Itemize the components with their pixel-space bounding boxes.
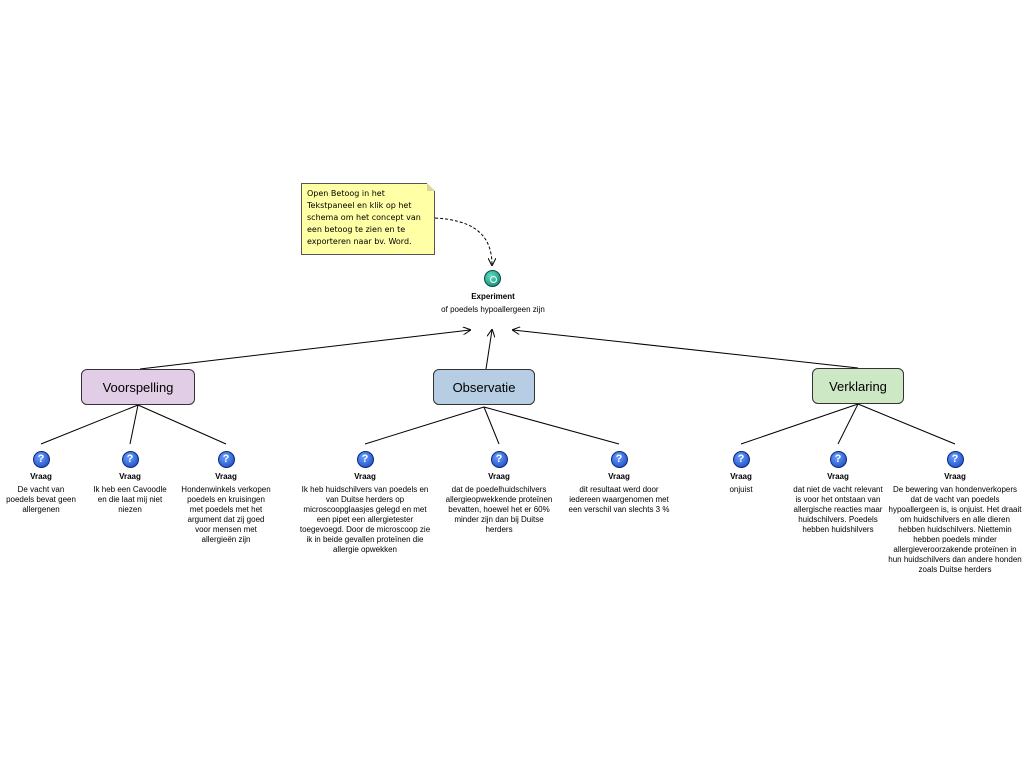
link-b2-l0 [740,403,859,445]
leaf-text: De vacht van poedels bevat geen allergen… [6,485,76,514]
question-icon[interactable]: ? [490,451,508,468]
leaf-node[interactable]: ? Vraag onjuist [713,451,769,495]
root-title[interactable]: Experiment [471,292,515,301]
leaf-text: Ik heb een Cavoodle en die laat mij niet… [93,485,167,514]
question-icon[interactable]: ? [356,451,374,468]
link-b1-l1 [483,406,500,445]
note-text: Open Betoog in het Tekstpaneel en klik o… [307,189,421,246]
leaf-title: Vraag [944,472,966,481]
leaf-text: onjuist [729,485,753,494]
branch-verklaring[interactable]: Verklaring [812,368,904,404]
link-b0-l1 [129,404,139,445]
leaf-text: dat de poedelhuidschilvers allergieopwek… [445,485,553,534]
question-icon[interactable]: ? [610,451,628,468]
link-b2-l2 [857,403,956,445]
branch-label: Observatie [452,379,516,395]
leaf-node[interactable]: ? Vraag dit resultaat werd door iedereen… [568,451,670,515]
leaf-title: Vraag [354,472,376,481]
leaf-title: Vraag [119,472,141,481]
link-b0-l0 [40,404,139,445]
question-icon[interactable]: ? [217,451,235,468]
question-icon[interactable]: ? [121,451,139,468]
leaf-text: dat niet de vacht relevant is voor het o… [793,485,883,534]
link-observatie-root [485,330,492,370]
leaf-title: Vraag [215,472,237,481]
leaf-text: Hondenwinkels verkopen poedels en kruisi… [181,485,271,544]
leaf-title: Vraag [608,472,630,481]
question-icon[interactable]: ? [946,451,964,468]
link-b2-l1 [837,403,859,445]
leaf-node[interactable]: ? Vraag Hondenwinkels verkopen poedels e… [180,451,272,545]
leaf-node[interactable]: ? Vraag Ik heb een Cavoodle en die laat … [90,451,170,515]
leaf-node[interactable]: ? Vraag dat niet de vacht relevant is vo… [792,451,884,535]
link-b1-l0 [364,406,485,445]
leaf-text: Ik heb huidschilvers van poedels en van … [299,485,431,554]
branch-label: Voorspelling [102,379,174,395]
leaf-title: Vraag [827,472,849,481]
branch-observatie[interactable]: Observatie [433,369,535,405]
leaf-title: Vraag [30,472,52,481]
leaf-node[interactable]: ? Vraag De bewering van hondenverkopers … [888,451,1022,575]
leaf-title: Vraag [488,472,510,481]
leaf-node[interactable]: ? Vraag De vacht van poedels bevat geen … [4,451,78,515]
question-icon[interactable]: ? [829,451,847,468]
link-b1-l2 [483,406,620,445]
root-subtitle: of poedels hypoallergeen zijn [441,305,545,314]
question-icon[interactable]: ? [32,451,50,468]
note-link [434,217,492,265]
link-verklaring-root [513,330,859,369]
question-icon[interactable]: ? [732,451,750,468]
leaf-title: Vraag [730,472,752,481]
note-fold-corner [427,183,435,191]
leaf-text: dit resultaat werd door iedereen waargen… [568,485,670,514]
sticky-note[interactable]: Open Betoog in het Tekstpaneel en klik o… [301,183,435,255]
branch-label: Verklaring [829,378,887,394]
leaf-text: De bewering van hondenverkopers dat de v… [888,485,1022,574]
leaf-node[interactable]: ? Vraag Ik heb huidschilvers van poedels… [298,451,432,555]
link-b0-l2 [137,404,227,445]
leaf-node[interactable]: ? Vraag dat de poedelhuidschilvers aller… [443,451,555,535]
link-voorspelling-root [139,330,470,370]
branch-voorspelling[interactable]: Voorspelling [81,369,195,405]
play-circle-icon[interactable] [484,270,501,287]
